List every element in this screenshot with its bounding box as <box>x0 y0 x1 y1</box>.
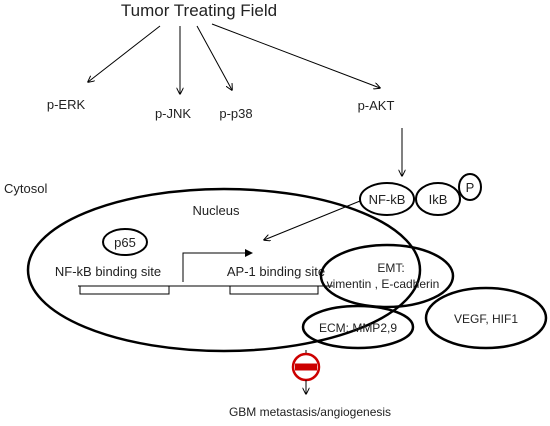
emt-title: EMT: <box>377 261 404 275</box>
ikb-oval <box>415 182 461 216</box>
p38-label: p-p38 <box>219 106 252 121</box>
nfkb-complex-label: NF-kB <box>369 192 406 207</box>
emt-oval <box>319 243 455 309</box>
ap1-site-label: AP-1 binding site <box>227 264 325 279</box>
ikb-label: IkB <box>429 192 448 207</box>
arrow-to-akt <box>211 23 380 88</box>
ecm-label: ECM: MMP2,9 <box>319 321 397 335</box>
transcription-arrowhead <box>245 249 253 257</box>
akt-label: p-AKT <box>358 98 395 113</box>
emt-markers: vimentin , E-cadherin <box>327 277 440 291</box>
inhibit-bar <box>295 363 317 371</box>
vegf-label: VEGF, HIF1 <box>454 312 518 326</box>
nucleus-ellipse <box>26 187 422 353</box>
arrow-to-p38 <box>196 25 232 90</box>
transcription-arrow <box>182 252 245 282</box>
vegf-oval <box>424 286 548 350</box>
nfkb-site-label: NF-kB binding site <box>55 264 161 279</box>
nfkb-oval <box>359 182 415 216</box>
cytosol-label: Cytosol <box>4 181 47 196</box>
arrow-to-erk <box>88 25 161 82</box>
phospho-label: P <box>466 180 475 195</box>
nucleus-label: Nucleus <box>193 203 240 218</box>
p65-oval <box>102 228 148 256</box>
title-text: Tumor Treating Field <box>121 1 277 20</box>
p65-label: p65 <box>114 235 136 250</box>
outcome-label: GBM metastasis/angiogenesis <box>229 405 391 419</box>
ap1-site-box <box>229 286 319 295</box>
phospho-oval <box>458 173 482 201</box>
jnk-label: p-JNK <box>155 106 191 121</box>
ecm-oval <box>301 304 415 350</box>
erk-label: p-ERK <box>47 97 86 112</box>
nfkb-site-box <box>79 286 170 295</box>
arrow-nfkb-to-nucleus <box>264 200 361 240</box>
